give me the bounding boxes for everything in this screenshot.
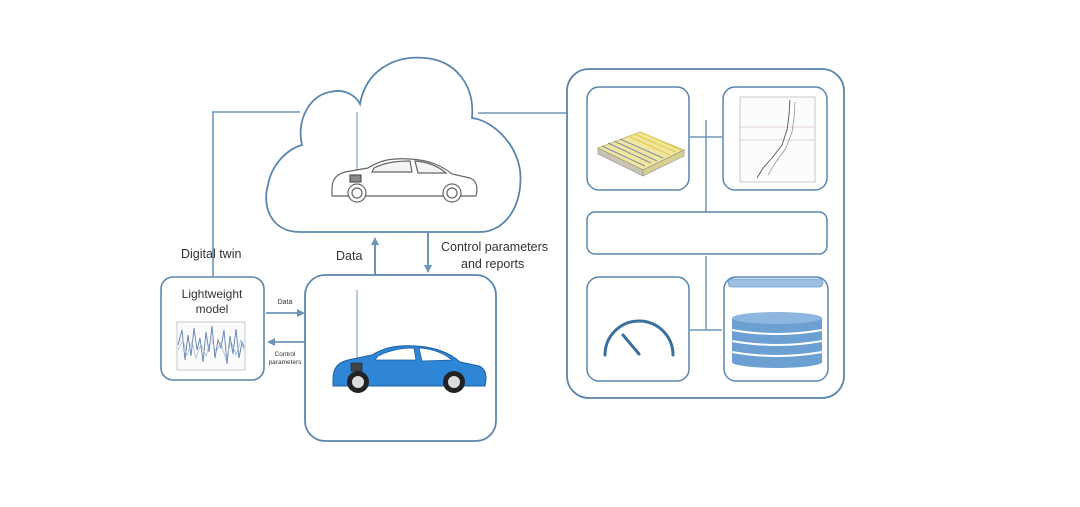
curve-plot-box — [722, 86, 828, 191]
model-car-arrows — [266, 309, 306, 346]
model-title-line2: model — [196, 302, 229, 316]
control-parameters-label: Control parameters — [441, 240, 548, 254]
reports-label: and reports — [461, 257, 524, 271]
small-control-label-line2: parameters — [269, 359, 303, 366]
data-arrows — [371, 233, 432, 275]
mesh-model-box — [586, 86, 690, 191]
digital-twin-link — [212, 111, 300, 277]
cloud-icon — [265, 56, 522, 233]
digital-twin-label: Digital twin — [181, 247, 241, 261]
database-box — [723, 276, 829, 382]
data-label: Data — [336, 249, 362, 263]
connector-lines — [212, 111, 567, 277]
gauge-box — [586, 276, 690, 382]
gauge-icon — [603, 319, 675, 357]
small-data-label: Data — [278, 299, 293, 306]
analysis-panel — [566, 68, 845, 399]
blue-car-icon — [332, 345, 487, 393]
plot-icon — [176, 321, 246, 371]
lightweight-model-box: Lightweight model — [160, 276, 265, 381]
small-control-label-line1: Control — [275, 351, 297, 358]
plot-icon — [739, 96, 816, 183]
model-title-line1: Lightweight — [182, 287, 243, 301]
mesh-model-icon — [596, 131, 685, 177]
car-outline-icon — [331, 158, 478, 203]
database-icon — [727, 278, 824, 368]
middle-bar-box — [586, 211, 828, 255]
